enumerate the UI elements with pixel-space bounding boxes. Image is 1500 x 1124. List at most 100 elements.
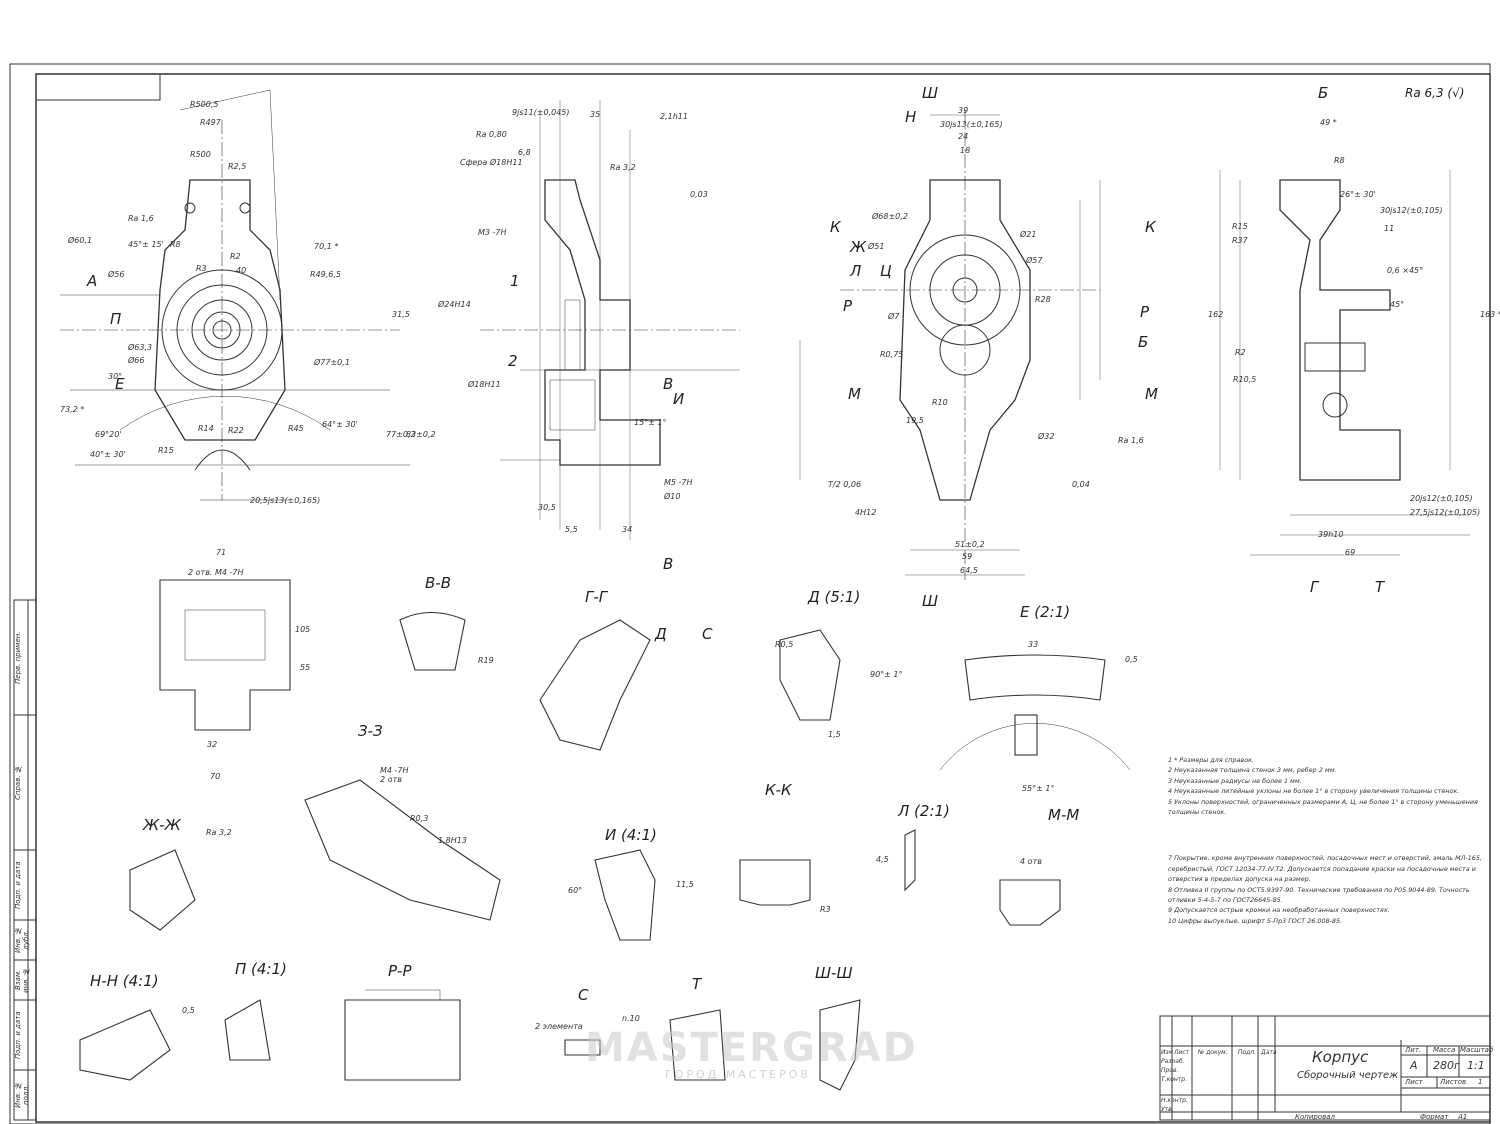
dimension-label: 11	[1384, 224, 1395, 233]
dimension-label: n.10	[622, 1014, 640, 1023]
dimension-label: 105	[295, 625, 311, 634]
cut-label-e: Е	[115, 375, 125, 393]
dimension-label: R497	[200, 118, 221, 127]
dimension-label: 19,5	[906, 416, 924, 425]
side-strip	[13, 599, 37, 1121]
dimension-label: Ra 1,6	[128, 214, 154, 223]
cut-label-r: Р	[843, 297, 853, 315]
corner-box	[35, 73, 161, 101]
dimension-label: 2 отв. М4 -7Н	[188, 568, 244, 577]
dimension-label: 30,5	[538, 503, 556, 512]
tb-row: Н.контр.	[1161, 1097, 1188, 1104]
dimension-label: R3	[196, 264, 207, 273]
dimension-label: 90°± 1°	[870, 670, 903, 679]
dimension-label: T/2 0,06	[828, 480, 862, 489]
dimension-label: 1,5	[828, 730, 841, 739]
dimension-label: М4 -7Н	[380, 766, 409, 775]
section-title-kk: К-К	[765, 781, 792, 799]
dimension-label: Ø24H14	[438, 300, 471, 309]
dimension-label: Ø63,3	[128, 343, 153, 352]
dimension-label: 18	[960, 146, 971, 155]
dimension-label: 4,5	[876, 855, 889, 864]
cut-label-p: П	[110, 310, 122, 328]
pos-2: 2	[508, 352, 518, 370]
tb-col: Подп.	[1238, 1049, 1257, 1056]
dimension-label: R0,75	[880, 350, 904, 359]
dimension-label: Ra 0,80	[476, 130, 507, 139]
dimension-label: М5 -7Н	[664, 478, 693, 487]
dimension-label: 70,1 *	[314, 242, 339, 251]
section-views	[79, 579, 1131, 1091]
dimension-label: R15	[1232, 222, 1248, 231]
dimension-label: Ra 3,2	[610, 163, 636, 172]
dimension-label: 0,04	[1072, 480, 1090, 489]
tb-row: Пров.	[1161, 1067, 1179, 1074]
dimension-label: 6,8	[518, 148, 531, 157]
dimension-label: R2	[230, 252, 241, 261]
dimension-label: 35	[590, 110, 601, 119]
dimension-label: 2,1h11	[660, 112, 688, 121]
dimension-label: М3 -7Н	[478, 228, 507, 237]
tb-row: Утв.	[1161, 1106, 1174, 1113]
inner-frame	[35, 73, 1491, 1123]
dimension-label: 40	[236, 266, 247, 275]
note: 7 Покрытие, кроме внутренних поверхносте…	[1168, 854, 1482, 884]
dimension-label: 64,5	[960, 566, 978, 575]
dimension-label: 24	[958, 132, 969, 141]
part-name: Корпус	[1312, 1048, 1369, 1066]
dimension-label: 163 *	[1480, 310, 1500, 319]
section-title-mm: М-М	[1048, 806, 1080, 824]
dimension-label: 26°± 30'	[1340, 190, 1376, 199]
side-strip-label: Инв. № подл.	[14, 1081, 30, 1109]
rear-view	[799, 110, 1101, 580]
side-strip-label: Перв. примен.	[14, 631, 22, 684]
view-label-a: А	[87, 272, 98, 290]
dimension-label: 11,5	[676, 880, 694, 889]
dimension-label: Ø68±0,2	[872, 212, 908, 221]
dimension-label: 0,5	[182, 1006, 195, 1015]
note: 4 Неуказанные литейные уклоны не более 1…	[1168, 787, 1460, 796]
dimension-label: 55°± 1°	[1022, 784, 1055, 793]
cut-label-v: В	[663, 375, 674, 393]
dimension-label: 60°	[568, 886, 583, 895]
dimension-label: 39	[958, 106, 969, 115]
side-strip-label: Подп. и дата	[14, 1011, 22, 1059]
dimension-label: R500	[190, 150, 211, 159]
dimension-label: R3	[820, 905, 831, 914]
note: 5 Уклоны поверхностей, ограниченных разм…	[1168, 797, 1478, 817]
dimension-label: Ø51	[868, 242, 885, 251]
note: 8 Отливка II группы по ОСТ5.9397-90. Тех…	[1168, 885, 1470, 905]
dimension-label: 2 элемента	[535, 1022, 583, 1031]
dimension-label: R2	[1235, 348, 1246, 357]
dimension-label: 70	[210, 772, 221, 781]
dimension-label: Ø66	[128, 356, 145, 365]
mass-value: 280г	[1433, 1059, 1460, 1072]
dimension-label: 9js11(±0,045)	[512, 108, 570, 117]
note: 3 Неуказанные радиусы не более 1 мм.	[1168, 776, 1302, 785]
side-strip-label: Подп. и дата	[14, 861, 22, 909]
dimension-label: Ø18H11	[468, 380, 501, 389]
dimension-label: 51±0,2	[955, 540, 985, 549]
cut-label-m: М	[848, 385, 861, 403]
note: 1 * Размеры для справок.	[1168, 756, 1254, 764]
dimension-label: Ø56	[108, 270, 125, 279]
dimension-label: R8	[170, 240, 181, 249]
section-title-p: П (4:1)	[235, 960, 287, 978]
sheet-label: Лист	[1405, 1078, 1423, 1086]
dimension-label: Сфера Ø18H11	[460, 158, 523, 167]
cut-label-k2: К	[1145, 218, 1156, 236]
cut-label-r2: Р	[1140, 303, 1150, 321]
sheets-value: 1	[1478, 1078, 1483, 1086]
section-title-zz: З-З	[358, 722, 383, 740]
section-title-t: Т	[692, 975, 702, 993]
section-title-s: С	[578, 986, 589, 1004]
cut-label-n: Н	[905, 108, 917, 126]
dimension-label: 71	[216, 548, 227, 557]
pos-1: 1	[510, 272, 520, 290]
dimension-label: 77±0,2	[386, 430, 416, 439]
dimension-label: Ra 1,6	[1118, 436, 1144, 445]
title-block-frame	[1159, 1015, 1491, 1121]
dimension-label: 55	[300, 663, 311, 672]
dimension-label: 15°± 1°	[634, 418, 667, 427]
dimension-label: 64°± 30'	[322, 420, 358, 429]
